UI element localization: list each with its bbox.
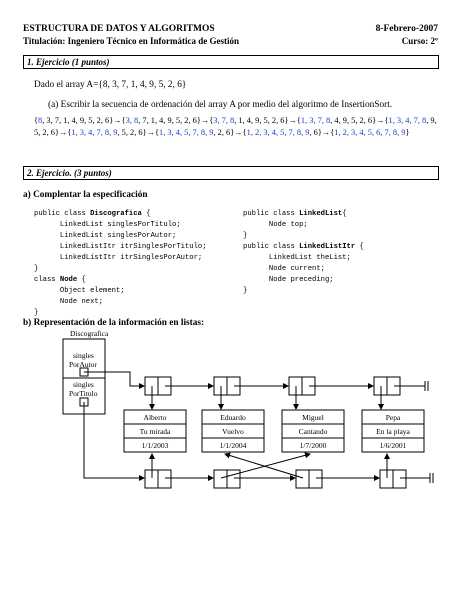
arrow-separator: → bbox=[113, 116, 122, 125]
section1-heading-box: 1. Ejercicio (1 puntos) bbox=[23, 55, 440, 70]
code-line: Node next; bbox=[34, 298, 104, 306]
sorted-part: 3, 8 bbox=[125, 116, 139, 125]
code-line: } bbox=[243, 287, 248, 295]
sort-step: {1, 3, 4, 5, 7, 8, 9, 2, 6} bbox=[154, 127, 235, 137]
record-box: Pepa En la playa 1/6/2001 bbox=[361, 409, 425, 453]
record-name: Alberto bbox=[144, 413, 167, 422]
sort-step: {3, 8, 7, 1, 4, 9, 5, 2, 6} bbox=[121, 116, 201, 125]
code-line: Node top; bbox=[243, 221, 308, 229]
por-autor-arrow bbox=[84, 371, 145, 389]
record-date: 1/6/2001 bbox=[380, 441, 407, 450]
record-name: Eduardo bbox=[220, 413, 246, 422]
sort-step: {1, 3, 4, 7, 8, 9, 5, 2, 6} bbox=[67, 127, 147, 137]
sorted-part: 1, 3, 7, 8 bbox=[300, 116, 331, 125]
record-date: 1/7/2000 bbox=[300, 441, 327, 450]
code-identifier: LinkedList bbox=[299, 210, 343, 218]
record-title: Vuelvo bbox=[222, 427, 244, 436]
code-line: } bbox=[243, 232, 248, 240]
sorted-part: 3, 7, 8 bbox=[213, 116, 235, 125]
bottom-list bbox=[144, 469, 407, 489]
code-line: class Node { bbox=[34, 276, 86, 284]
record-title: Tu mirada bbox=[140, 427, 171, 436]
arrow-separator: → bbox=[234, 127, 243, 137]
curso: Curso: 2º bbox=[401, 36, 438, 46]
sorted-part: 1, 3, 4, 7, 8, 9 bbox=[71, 127, 118, 137]
code-line: } bbox=[34, 309, 39, 317]
section1-heading: 1. Ejercicio (1 puntos) bbox=[27, 57, 110, 67]
code-identifier: LinkedListItr bbox=[299, 243, 356, 251]
code-block-left: public class Discografica { LinkedList s… bbox=[34, 209, 207, 319]
array-statement: Dado el array A={8, 3, 7, 1, 4, 9, 5, 2,… bbox=[34, 80, 187, 90]
code-line: public class LinkedList{ bbox=[243, 210, 347, 218]
sort-step: {1, 2, 3, 4, 5, 7, 8, 9, 6} bbox=[242, 127, 322, 137]
sorted-part: 1, 2, 3, 4, 5, 6, 7, 8, 9 bbox=[334, 127, 406, 137]
section2-heading-box: 2. Ejercicio. (3 puntos) bbox=[23, 166, 440, 181]
sorted-part: 1, 3, 4, 5, 7, 8, 9 bbox=[159, 127, 214, 137]
sorted-part: 1, 2, 3, 4, 5, 7, 8, 9 bbox=[246, 127, 310, 137]
record-title: En la playa bbox=[376, 427, 410, 436]
record-name: Miguel bbox=[302, 413, 324, 422]
code-line: LinkedListItr itrSinglesPorTitulo; bbox=[34, 243, 207, 251]
sort-step: {3, 7, 8, 1, 4, 9, 5, 2, 6} bbox=[209, 116, 289, 125]
exam-date: 8-Febrero-2007 bbox=[375, 24, 438, 34]
code-line: } bbox=[34, 265, 39, 273]
code-block-right: public class LinkedList{ Node top;} publi… bbox=[243, 209, 364, 297]
arrow-separator: → bbox=[321, 127, 331, 137]
record-name: Pepa bbox=[386, 413, 401, 422]
sorted-part: 8 bbox=[38, 116, 43, 125]
part-b-heading: b) Representación de la información en l… bbox=[23, 318, 205, 328]
record-box: Alberto Tu mirada 1/1/2003 bbox=[123, 409, 187, 453]
code-line: public class Discografica { bbox=[34, 210, 151, 218]
section2-heading: 2. Ejercicio. (3 puntos) bbox=[27, 168, 112, 178]
discografica-label: Discografica bbox=[70, 329, 109, 338]
code-identifier: Node bbox=[59, 276, 78, 284]
arrow-separator: → bbox=[200, 116, 210, 125]
sort-step: {1, 2, 3, 4, 5, 6, 7, 8, 9} bbox=[330, 127, 410, 137]
record-title: Cantando bbox=[299, 427, 328, 436]
insertion-sort-sequence: {8, 3, 7, 1, 4, 9, 5, 2, 6}→{3, 8, 7, 1,… bbox=[34, 115, 444, 138]
code-line: LinkedList theList; bbox=[243, 254, 351, 262]
code-line: Node preceding; bbox=[243, 276, 334, 284]
sort-step: {1, 3, 7, 8, 4, 9, 5, 2, 6} bbox=[296, 116, 377, 125]
part-a-heading: a) Complentar la especificación bbox=[23, 190, 148, 200]
sort-step: {1, 3, 4, 7, 8, 9, 5, 2, 6} bbox=[34, 116, 437, 137]
document-title: ESTRUCTURA DE DATOS Y ALGORITMOS bbox=[23, 24, 215, 34]
arrow-separator: → bbox=[376, 116, 385, 125]
record-date: 1/1/2003 bbox=[142, 441, 169, 450]
titulacion: Titulación: Ingeniero Técnico en Informá… bbox=[23, 36, 239, 46]
sort-step: {8, 3, 7, 1, 4, 9, 5, 2, 6} bbox=[34, 116, 114, 125]
question-a: (a) Escribir la secuencia de ordenación … bbox=[48, 100, 393, 110]
code-line: public class LinkedListItr { bbox=[243, 243, 364, 251]
record-date: 1/1/2004 bbox=[220, 441, 247, 450]
code-line: Node current; bbox=[243, 265, 325, 273]
arrow-separator: → bbox=[146, 127, 155, 137]
arrow-separator: → bbox=[58, 127, 68, 137]
arrow-separator: → bbox=[288, 116, 297, 125]
code-line: LinkedListItr itrSinglesPorAutor; bbox=[34, 254, 203, 262]
code-line: LinkedList singlesPorAutor; bbox=[34, 232, 177, 240]
code-line: Object element; bbox=[34, 287, 125, 295]
sorted-part: 1, 3, 4, 7, 8 bbox=[388, 116, 427, 125]
code-identifier: Discografica bbox=[90, 210, 142, 218]
code-line: LinkedList singlesPorTitulo; bbox=[34, 221, 181, 229]
por-titulo-arrow bbox=[83, 402, 145, 481]
